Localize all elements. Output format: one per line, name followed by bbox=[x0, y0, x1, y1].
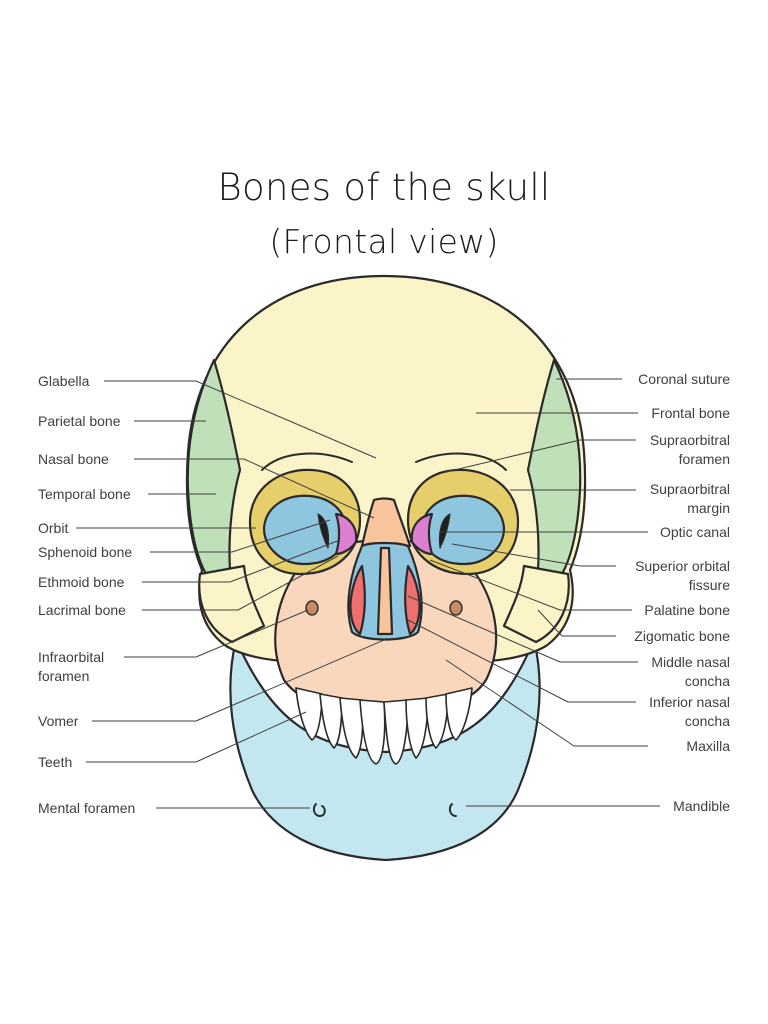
diagram-title: Bones of the skull bbox=[217, 166, 551, 209]
concha-left bbox=[349, 564, 366, 636]
label-mental-foramen: Mental foramen bbox=[38, 800, 136, 816]
label-superior-orbital-fissure: Superior orbital fissure bbox=[635, 558, 730, 593]
orbit-right-inner bbox=[420, 494, 506, 566]
label-frontal-bone: Frontal bone bbox=[651, 405, 730, 421]
optic-fissure-left bbox=[317, 513, 330, 549]
nasal-bone-shape bbox=[360, 497, 412, 548]
label-lacrimal-bone: Lacrimal bone bbox=[38, 602, 126, 618]
label-infraorbital-foramen: Infraorbital foramen bbox=[38, 649, 105, 684]
label-glabella: Glabella bbox=[38, 373, 90, 389]
label-orbit: Orbit bbox=[38, 520, 69, 536]
label-mandible: Mandible bbox=[673, 798, 730, 814]
label-vomer: Vomer bbox=[38, 713, 79, 729]
label-middle-nasal-concha: Middle nasal concha bbox=[651, 654, 730, 689]
label-nasal-bone: Nasal bone bbox=[38, 451, 109, 467]
label-coronal-suture: Coronal suture bbox=[638, 371, 730, 387]
concha-right bbox=[404, 564, 421, 636]
label-ethmoid-bone: Ethmoid bone bbox=[38, 574, 125, 590]
infraorbital-foramen-right bbox=[449, 600, 463, 616]
vomer-septum bbox=[376, 546, 394, 636]
mental-foramen-left bbox=[312, 803, 326, 817]
label-temporal-bone: Temporal bone bbox=[38, 486, 131, 502]
teeth-group bbox=[295, 687, 473, 765]
diagram-subtitle: (Frontal view) bbox=[269, 222, 499, 261]
label-supraorbitral-margin: Supraorbitral margin bbox=[649, 481, 730, 516]
zygomatic-right-shape bbox=[502, 564, 570, 644]
label-supraorbitral-foramen: Supraorbitral foramen bbox=[649, 432, 730, 467]
label-parietal-bone: Parietal bone bbox=[38, 413, 121, 429]
ethmoid-right bbox=[410, 512, 434, 556]
label-teeth: Teeth bbox=[38, 754, 73, 770]
label-inferior-nasal-concha: Inferior nasal concha bbox=[649, 694, 730, 729]
label-maxilla: Maxilla bbox=[686, 738, 730, 754]
label-sphenoid-bone: Sphenoid bone bbox=[38, 544, 133, 560]
infraorbital-foramen-left bbox=[305, 600, 319, 616]
leader-lines bbox=[76, 378, 660, 809]
ethmoid-left bbox=[334, 512, 358, 556]
label-optic-canal: Optic canal bbox=[659, 524, 730, 540]
optic-fissure-right bbox=[438, 513, 451, 549]
mental-foramen-right bbox=[448, 803, 457, 817]
label-zygomatic-bone: Zigomatic bone bbox=[634, 628, 730, 644]
label-palatine-bone: Palatine bone bbox=[644, 602, 730, 618]
